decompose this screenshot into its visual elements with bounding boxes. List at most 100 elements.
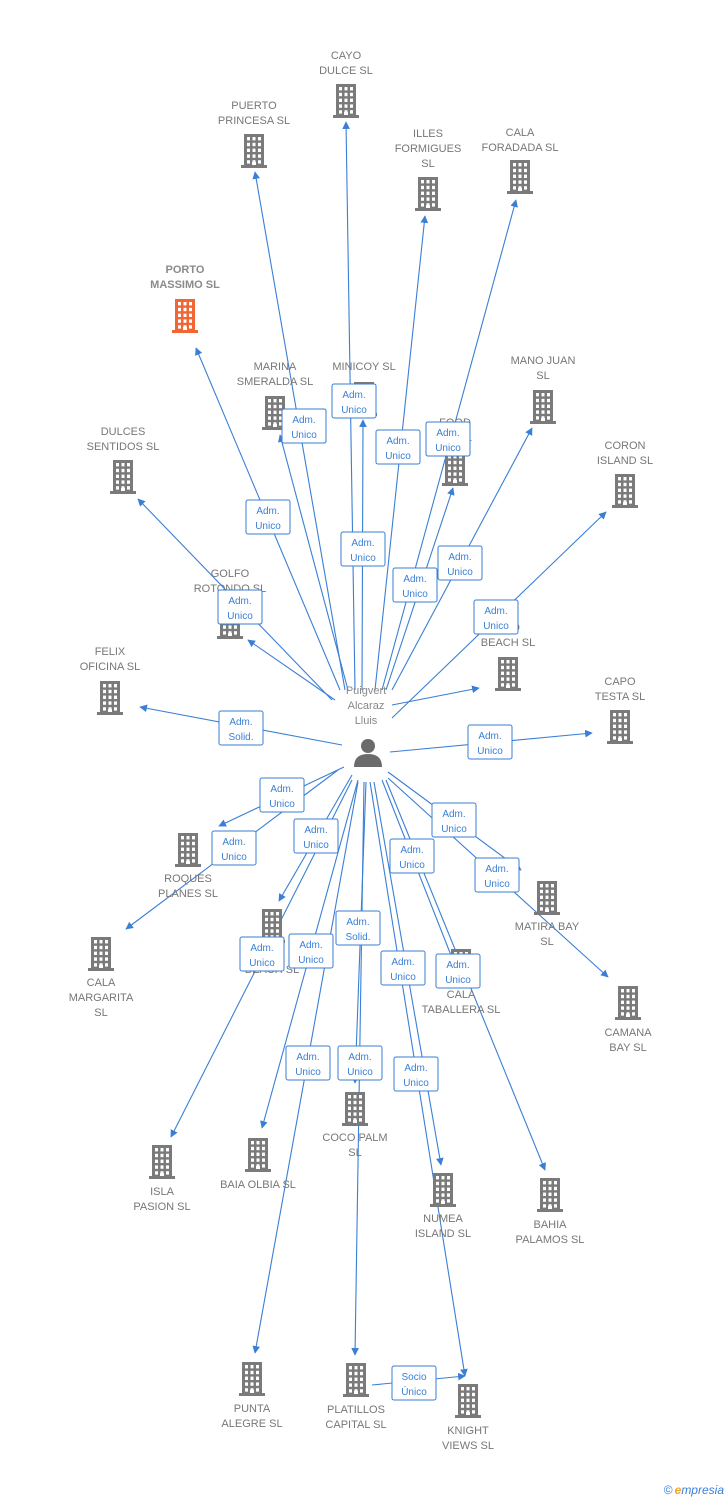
edge-label-golfo-rotondo[interactable]: Adm.Unico bbox=[217, 589, 263, 625]
company-label-line: PALAMOS SL bbox=[516, 1234, 585, 1246]
building-icon bbox=[612, 474, 638, 508]
edge-label-box bbox=[393, 1056, 439, 1092]
building-icon bbox=[149, 1145, 175, 1179]
edge-label-text: Adm. bbox=[299, 940, 322, 951]
edge-label-coron-island[interactable]: Adm.Unico bbox=[473, 599, 519, 635]
building-icon bbox=[342, 1092, 368, 1126]
company-node-puerto-princesa[interactable]: PUERTO PRINCESA SL bbox=[218, 100, 290, 168]
edge-label-cala-margarita[interactable]: Adm.Unico bbox=[211, 830, 257, 866]
edge-label-roques-planes[interactable]: Adm.Unico bbox=[259, 777, 305, 813]
edge-label-bahia-palamos[interactable]: Adm.Unico bbox=[435, 953, 481, 989]
edge-label-text: Unico bbox=[295, 1067, 321, 1078]
edge-label-box bbox=[281, 408, 327, 444]
edge-label-text: Adm. bbox=[478, 731, 501, 742]
edge-label-text: Unico bbox=[441, 824, 467, 835]
edge-label-box bbox=[239, 936, 285, 972]
company-label-line: TESTA SL bbox=[595, 691, 646, 703]
company-label-line: CALA bbox=[447, 989, 476, 1001]
building-icon bbox=[615, 986, 641, 1020]
edge-label-camana-bay[interactable]: Adm.Unico bbox=[474, 857, 520, 893]
edge-label-minicoy[interactable]: Adm.Unico bbox=[340, 531, 386, 567]
edges-layer bbox=[125, 121, 609, 1386]
person-node[interactable]: Puigvert Alcaraz Lluis bbox=[346, 685, 386, 767]
brand-footer: ©empresia bbox=[664, 1483, 724, 1497]
edge-label-box bbox=[474, 857, 520, 893]
edge-label-mano-juan[interactable]: Adm.Unico bbox=[437, 545, 483, 581]
edge-label-capo-testa[interactable]: Adm.Unico bbox=[467, 724, 513, 760]
edge-label-coco-palm[interactable]: Adm.Solid. bbox=[335, 910, 381, 946]
brand-logo-text: mpresia bbox=[681, 1483, 724, 1497]
company-label-line: PRINCESA SL bbox=[218, 115, 290, 127]
company-label-line: COCO PALM bbox=[322, 1132, 387, 1144]
edge-label-text: Adm. bbox=[304, 825, 327, 836]
company-label-line: KNIGHT bbox=[447, 1425, 489, 1437]
edge-label-porto-massimo[interactable]: Adm.Unico bbox=[245, 499, 291, 535]
edge-label-isla-pasion[interactable]: Adm.Unico bbox=[239, 936, 285, 972]
company-label-line: FELIX bbox=[95, 646, 126, 658]
building-icon bbox=[88, 937, 114, 971]
person-name-line-2: Alcaraz bbox=[348, 700, 385, 712]
company-label-line: MATIRA BAY bbox=[515, 921, 580, 933]
building-icon bbox=[507, 160, 533, 194]
edge-label-text: Adm. bbox=[296, 1052, 319, 1063]
company-node-baia-olbia[interactable]: BAIA OLBIA SL bbox=[220, 1138, 296, 1191]
edge-label-illes-formigues[interactable]: Adm.Unico bbox=[375, 429, 421, 465]
edge-label-platillos-capital[interactable]: Adm.Unico bbox=[337, 1045, 383, 1081]
edge-label-food[interactable]: Adm.Unico bbox=[425, 421, 471, 457]
edge-label-knight-views[interactable]: Adm.Unico bbox=[393, 1056, 439, 1092]
edge-label-cala-taballera[interactable]: Adm.Unico bbox=[389, 838, 435, 874]
edge-label-punta-alegre[interactable]: Adm. Unico bbox=[285, 1045, 331, 1081]
edge-label-cayo-dulce[interactable]: Adm.Unico bbox=[331, 383, 377, 419]
edge-label-lo-beach[interactable]: Adm.Unico bbox=[392, 567, 438, 603]
edge-label-matira-bay[interactable]: Adm.Unico bbox=[431, 802, 477, 838]
edge-label-text: Adm. bbox=[446, 960, 469, 971]
company-label-line: PUNTA bbox=[234, 1403, 271, 1415]
building-icon bbox=[333, 84, 359, 118]
copyright-symbol: © bbox=[663, 1483, 673, 1497]
edge-label-text: Unico bbox=[298, 955, 324, 966]
company-label-line: BAY SL bbox=[609, 1042, 647, 1054]
edge-label-text: Unico bbox=[341, 405, 367, 416]
building-icon bbox=[110, 460, 136, 494]
company-label-line: DULCES bbox=[101, 426, 146, 438]
edge-label-baia-olbia[interactable]: Adm. Unico bbox=[288, 933, 334, 969]
edge-label-felix-oficina[interactable]: Adm.Solid. bbox=[218, 710, 264, 746]
edge-label-text: Adm. bbox=[256, 506, 279, 517]
company-label-line: CALA bbox=[506, 127, 535, 139]
edge-label-marina-smeralda[interactable]: Adm.Unico bbox=[281, 408, 327, 444]
edge-label-text: Unico bbox=[399, 860, 425, 871]
building-icon bbox=[430, 1173, 456, 1207]
edge-label-text: Unico bbox=[385, 451, 411, 462]
company-label-line: PUERTO bbox=[231, 100, 277, 112]
edge-labels-layer: Adm.UnicoAdm.UnicoAdm.UnicoAdm.UnicoAdm.… bbox=[211, 383, 520, 1401]
edge-label-beach[interactable]: Adm. Unico bbox=[293, 818, 339, 854]
edge-label-numea-island[interactable]: Adm.Unico bbox=[380, 950, 426, 986]
edge-label-text: Unico bbox=[303, 840, 329, 851]
edge-person-to-marina-smeralda bbox=[278, 434, 349, 691]
edge-label-box bbox=[435, 953, 481, 989]
company-label-line: DULCE SL bbox=[319, 65, 373, 77]
